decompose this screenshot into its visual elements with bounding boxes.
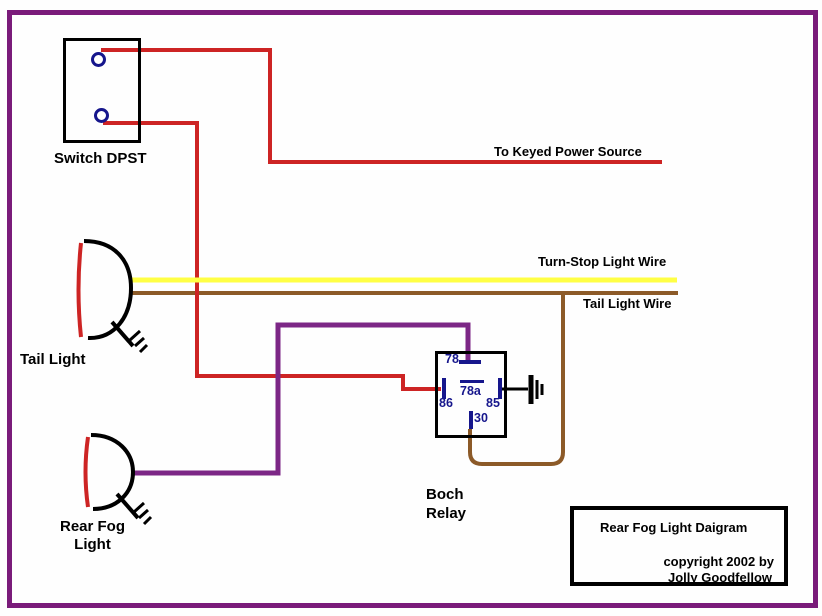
- tail-light-bulb-outline: [83, 239, 134, 341]
- tail-light-wire-label: Tail Light Wire: [583, 296, 672, 311]
- relay-terminal-30-label: 30: [474, 411, 488, 425]
- red-wire-keyed-power: [101, 48, 662, 164]
- copyright-line1: copyright 2002 by: [663, 554, 774, 569]
- tail-light-label: Tail Light: [20, 351, 86, 368]
- rear-fog-bulb-lens: [83, 436, 90, 508]
- switch-label: Switch DPST: [54, 150, 147, 167]
- rear-fog-ground-icon: [132, 501, 153, 526]
- relay-terminal-78a-contact: [460, 380, 484, 383]
- tail-light-ground-icon: [128, 329, 149, 354]
- keyed-power-label: To Keyed Power Source: [494, 144, 642, 159]
- rear-fog-label-line1: Rear Fog: [59, 518, 125, 535]
- rear-fog-ground-lead: [115, 492, 140, 520]
- turn-stop-wire-label: Turn-Stop Light Wire: [538, 254, 667, 269]
- switch-dpst-box: [63, 38, 141, 143]
- rear-fog-label: Rear Fog Light: [50, 518, 135, 554]
- relay-label-line1: Boch: [426, 486, 464, 503]
- purple-wire-fog-to-relay: [133, 322, 471, 476]
- relay-terminal-85-label: 85: [486, 396, 500, 410]
- relay-terminal-86-label: 86: [439, 396, 453, 410]
- rear-fog-bulb-outline: [90, 433, 136, 511]
- copyright-line2: Jolly Goodfellow: [667, 570, 772, 585]
- relay-label: Boch Relay: [426, 485, 466, 523]
- switch-pole-top-icon: [91, 52, 106, 67]
- relay-box: [435, 351, 507, 438]
- diagram-title: Rear Fog Light Daigram: [600, 520, 748, 535]
- relay-label-line2: Relay: [426, 505, 467, 522]
- tail-light-bulb-lens: [76, 242, 83, 338]
- tail-light-wire-branch-to-relay: [468, 293, 565, 466]
- page-border-frame: [7, 10, 818, 608]
- relay-terminal-78a-label: 78a: [460, 384, 481, 398]
- relay-terminal-30-contact: [469, 411, 473, 429]
- relay-terminal-78-label: 78: [445, 352, 459, 366]
- relay-terminal-78-contact: [459, 360, 481, 364]
- title-box: Rear Fog Light Daigram copyright 2002 by…: [570, 506, 788, 586]
- switch-pole-bottom-icon: [94, 108, 109, 123]
- rear-fog-label-line2: Light: [74, 536, 111, 553]
- relay-terminal-86-contact: [442, 378, 446, 399]
- relay-terminal-85-contact: [498, 378, 502, 399]
- tail-light-ground-lead: [110, 320, 135, 348]
- red-wire-switch-to-relay: [103, 121, 441, 391]
